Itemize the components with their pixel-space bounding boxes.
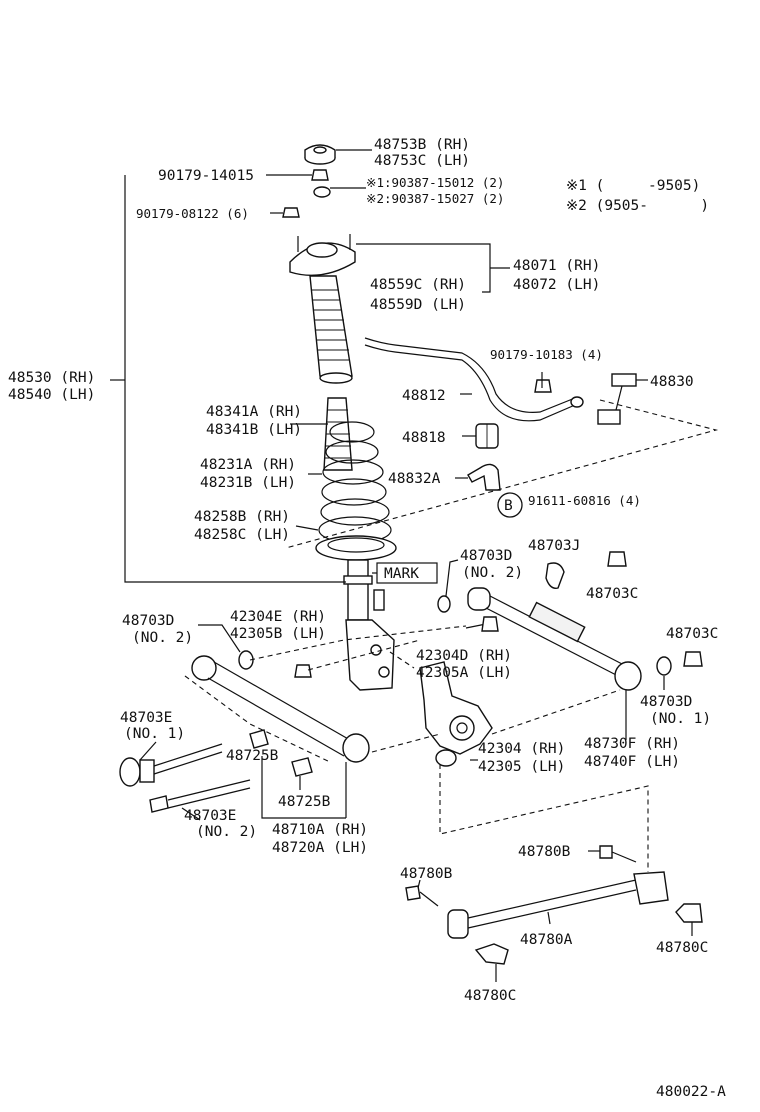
strut-support-48071 xyxy=(289,234,356,277)
label-48703e-b: 48703E xyxy=(184,808,236,824)
label-48730f: 48730F (RH) xyxy=(584,736,680,752)
label-48341a: 48341A (RH) xyxy=(206,404,302,420)
label-diagram-ref: 480022-A xyxy=(656,1084,726,1100)
label-48072: 48072 (LH) xyxy=(513,277,600,293)
mark-label: MARK xyxy=(384,566,419,582)
label-48725b-b: 48725B xyxy=(278,794,331,810)
label-48703j: 48703J xyxy=(528,538,580,554)
cam-48703d-left xyxy=(238,650,254,670)
label-48753c: 48753C (LH) xyxy=(374,153,470,169)
rear-arm-48730f xyxy=(467,587,642,691)
coil-spring-48231 xyxy=(318,421,392,544)
label-48830: 48830 xyxy=(650,374,694,390)
label-48703d-top: 48703D xyxy=(460,548,512,564)
label-90179-08122: 90179-08122 (6) xyxy=(136,206,249,221)
nut-90179-08122 xyxy=(282,207,300,218)
bolt-48780b-a xyxy=(405,885,439,907)
nut-42304e xyxy=(294,664,312,678)
label-48231b: 48231B (LH) xyxy=(200,475,296,491)
cam-48703d-top xyxy=(437,595,451,613)
label-42304d: 42304D (RH) xyxy=(416,648,512,664)
bolt-42304d xyxy=(465,616,499,632)
label-48530: 48530 (RH) xyxy=(8,370,95,386)
shock-absorber-48530 xyxy=(343,559,395,691)
cam-48703d-right xyxy=(656,656,672,676)
label-48703d-left: 48703D xyxy=(122,613,174,629)
bolt-48703e-no1 xyxy=(119,743,223,787)
label-91611-60816: 91611-60816 (4) xyxy=(528,493,641,508)
label-48780c-a: 48780C xyxy=(656,940,708,956)
label-48231a: 48231A (RH) xyxy=(200,457,296,473)
label-note1-range: ※1 ( -9505) xyxy=(566,178,700,194)
label-48703e-a-no: (NO. 1) xyxy=(124,726,185,742)
label-48780b-a: 48780B xyxy=(400,866,453,882)
strut-rod-48780a xyxy=(447,871,669,939)
label-48753b: 48753B (RH) xyxy=(374,137,470,153)
label-48703d-right-no: (NO. 1) xyxy=(650,711,711,727)
label-42305a: 42305A (LH) xyxy=(416,665,512,681)
label-42305b: 42305B (LH) xyxy=(230,626,326,642)
label-42304: 42304 (RH) xyxy=(478,741,565,757)
label-48703c-b: 48703C xyxy=(666,626,718,642)
label-90179-14015: 90179-14015 xyxy=(158,168,254,184)
label-48559c: 48559C (RH) xyxy=(370,277,466,293)
collar-48725b-b xyxy=(291,757,313,777)
nut-48703c-b xyxy=(683,651,703,667)
nut-90179-14015 xyxy=(311,169,331,198)
label-48703d-left-no: (NO. 2) xyxy=(132,630,193,646)
upper-support-cap xyxy=(304,144,336,165)
label-48559d: 48559D (LH) xyxy=(370,297,466,313)
label-48832a: 48832A xyxy=(388,471,441,487)
bump-stopper-48341 xyxy=(323,397,353,471)
front-arm-48710a xyxy=(191,655,370,763)
label-48341b: 48341B (LH) xyxy=(206,422,302,438)
nut-48780c-a xyxy=(675,903,703,923)
nut-48703c-a xyxy=(607,551,627,567)
leader-lines xyxy=(110,149,693,982)
label-48703e-b-no: (NO. 2) xyxy=(196,824,257,840)
label-48540: 48540 (LH) xyxy=(8,387,95,403)
label-48703d-top-no: (NO. 2) xyxy=(462,565,523,581)
axle-carrier-42304 xyxy=(419,661,493,767)
label-48703c-a: 48703C xyxy=(586,586,638,602)
label-48780b-b: 48780B xyxy=(518,844,571,860)
b-marker-circle xyxy=(497,492,523,518)
label-48703d-right: 48703D xyxy=(640,694,692,710)
label-48725b-a: 48725B xyxy=(226,748,279,764)
label-48703e-a: 48703E xyxy=(120,710,172,726)
dashed-relation-lines xyxy=(184,399,719,872)
stabilizer-bar-48812 xyxy=(364,337,584,422)
collar-48725b-a xyxy=(249,729,269,749)
label-note2-ref: ※2:90387-15027 (2) xyxy=(366,191,504,206)
nut-90179-10183 xyxy=(534,379,552,393)
label-note1-ref: ※1:90387-15012 (2) xyxy=(366,175,504,190)
label-48258b: 48258B (RH) xyxy=(194,509,290,525)
bushing-48818 xyxy=(475,423,499,449)
label-48818: 48818 xyxy=(402,430,446,446)
label-48720a: 48720A (LH) xyxy=(272,840,368,856)
label-note2-range: ※2 (9505- ) xyxy=(566,198,709,214)
label-48780c-b: 48780C xyxy=(464,988,516,1004)
label-48780a: 48780A xyxy=(520,932,573,948)
cam-48703j xyxy=(545,562,565,589)
bolt-48780b-b xyxy=(599,845,637,863)
label-48710a: 48710A (RH) xyxy=(272,822,368,838)
stabilizer-link-48830 xyxy=(597,373,637,425)
spring-seat-48258 xyxy=(315,535,397,561)
bracket-48832a xyxy=(467,463,501,491)
label-48812: 48812 xyxy=(402,388,446,404)
label-48740f: 48740F (LH) xyxy=(584,754,680,770)
nut-48780c-b xyxy=(474,943,509,965)
label-42305: 42305 (LH) xyxy=(478,759,565,775)
label-48258c: 48258C (LH) xyxy=(194,527,290,543)
label-48071: 48071 (RH) xyxy=(513,258,600,274)
dust-boot-48559 xyxy=(309,275,353,384)
b-marker-label: B xyxy=(504,498,513,514)
bolt-48703e-no2 xyxy=(149,779,251,813)
label-42304e: 42304E (RH) xyxy=(230,609,326,625)
label-90179-10183: 90179-10183 (4) xyxy=(490,347,603,362)
